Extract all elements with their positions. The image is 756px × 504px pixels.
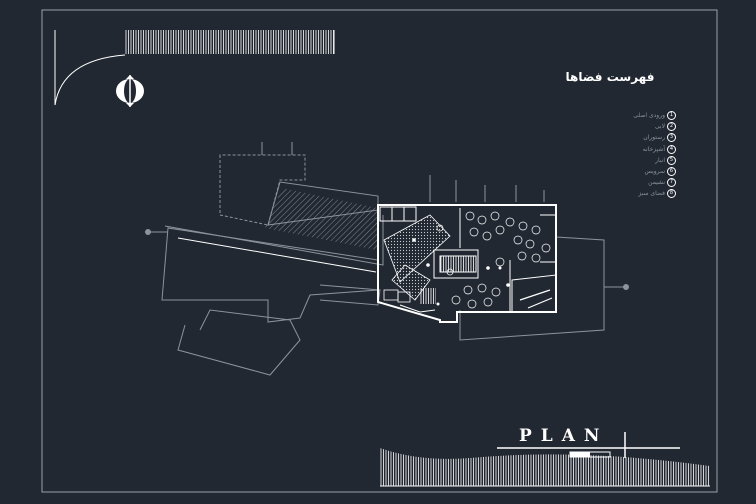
plan-title: PLAN [519, 426, 609, 446]
legend-item-label: آشپزخانه [642, 145, 665, 153]
legend-item-number: 5 [667, 155, 676, 165]
legend-item-number: 3 [667, 133, 676, 143]
site-context-outline [148, 142, 626, 376]
legend-item-label: لابی [654, 123, 665, 131]
scale-bar-icon [497, 432, 680, 458]
site-marker-west [145, 229, 151, 235]
legend-item-label: نشیمن [648, 179, 665, 187]
legend-item-number: 2 [667, 122, 676, 132]
title-block-decoration [54, 30, 335, 106]
legend-item-number: 4 [667, 144, 676, 154]
legend-item-number: 1 [667, 111, 676, 121]
legend-item-number: 6 [667, 167, 676, 177]
bottom-title-decoration [380, 448, 710, 487]
legend-item-label: ورودی اصلی [633, 112, 665, 120]
legend-title: فهرست فضاها [565, 70, 655, 84]
plan-markers [412, 238, 510, 306]
site-marker-east [623, 284, 629, 290]
floor-plan [377, 204, 557, 323]
legend-item-label: فضای سبز [638, 190, 665, 198]
legend-item-label: سرویس [644, 168, 665, 176]
legend-item-label: رستوران [643, 134, 665, 142]
legend-item-number: 7 [667, 178, 676, 188]
north-arrow-icon [116, 75, 144, 107]
legend-item-number: 8 [667, 189, 676, 199]
sheet-border [41, 9, 718, 493]
landscape-trees [436, 211, 551, 309]
legend-item-label: انبار [655, 156, 665, 164]
